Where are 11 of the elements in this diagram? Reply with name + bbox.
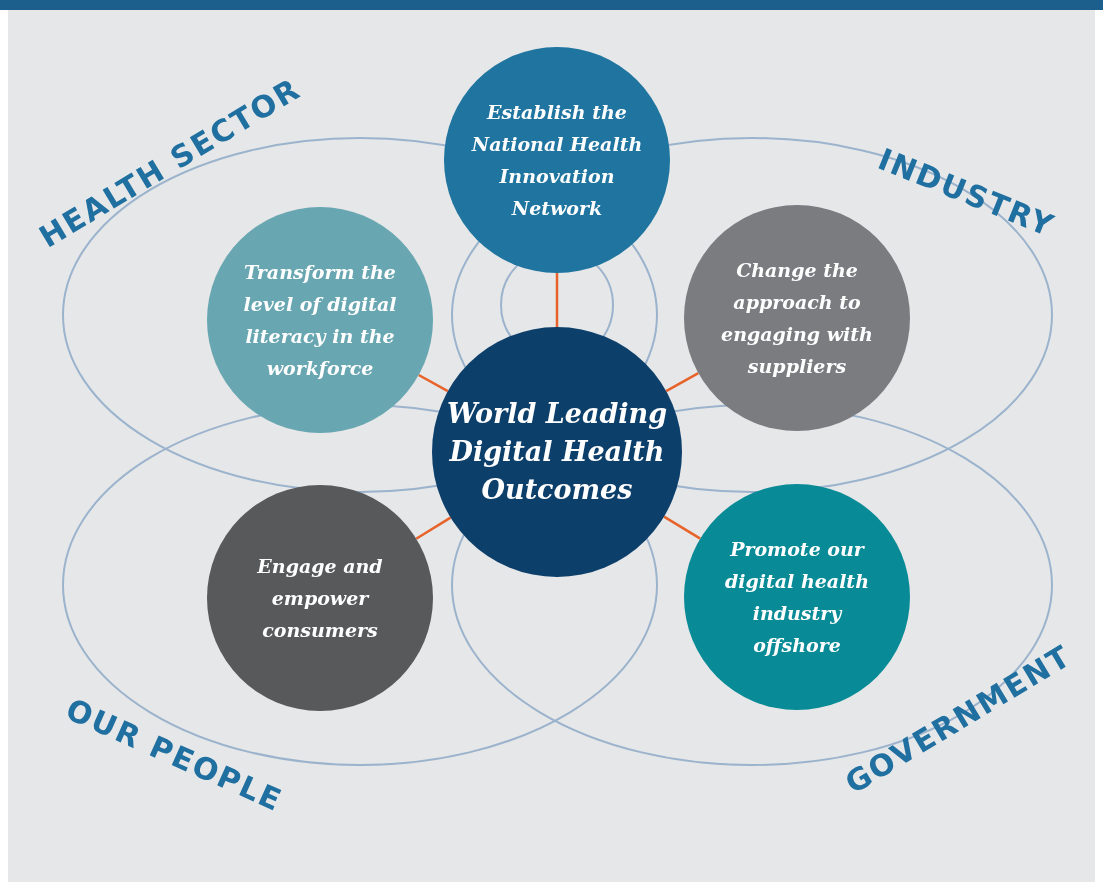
connector-line: [418, 373, 449, 393]
circle-text: Establish the National Health Innovation Network: [470, 100, 644, 221]
connector-line: [415, 516, 452, 540]
circle-text: Engage and empower consumers: [256, 554, 384, 643]
circle-text: Transform the level of digital literacy in the workforce: [242, 260, 398, 381]
circle-text: Promote our digital health industry offshore: [724, 537, 869, 656]
circle-text: World Leading Digital Health Outcomes: [445, 397, 669, 507]
connector-line: [663, 515, 701, 540]
connector-line: [665, 372, 699, 393]
connector-line: [555, 273, 559, 327]
circle-text: Change the approach to engaging with suppliers: [720, 258, 874, 379]
